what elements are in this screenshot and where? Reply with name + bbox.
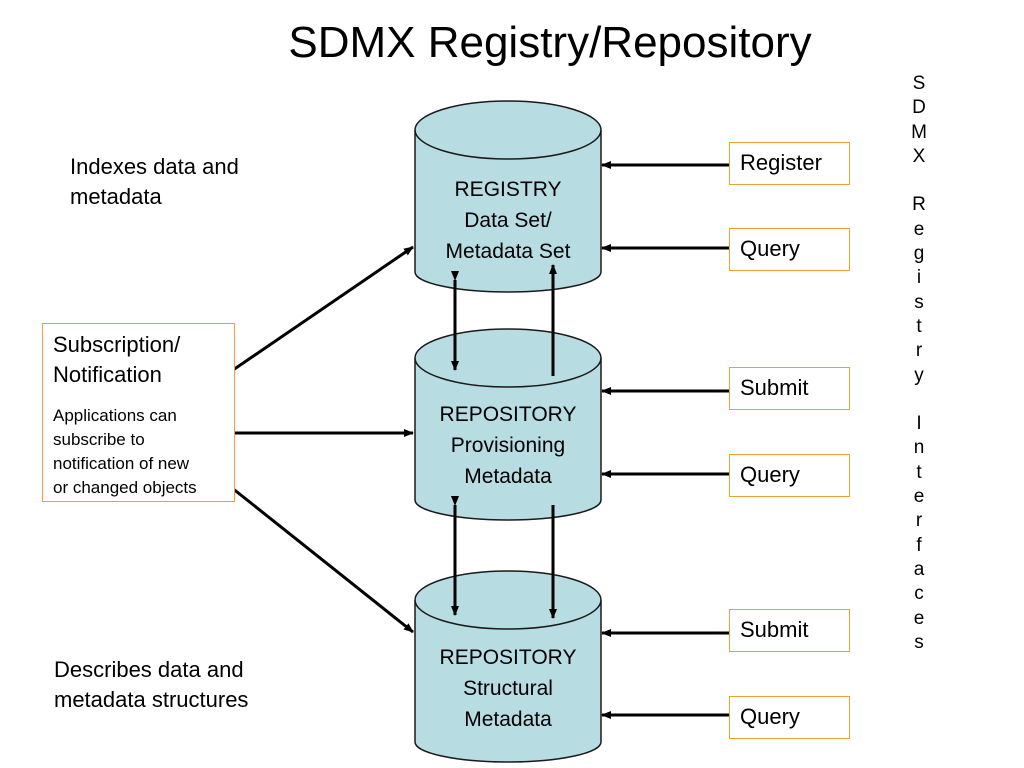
side-label-char: s (914, 291, 924, 313)
side-label-char: e (913, 486, 925, 508)
registry-label-line1: REGISTRY (454, 178, 562, 201)
indexes-note: Indexes data and metadata (70, 154, 239, 209)
subscription-description: Applications can subscribe to notificati… (53, 406, 197, 497)
side-label-char: t (916, 461, 922, 483)
structural-label-line2: Structural (463, 677, 553, 700)
provisioning-label: REPOSITORY Provisioning Metadata (415, 399, 601, 492)
side-label-char: f (916, 534, 922, 556)
registry-cylinder (414, 100, 602, 293)
registry-query-interface-box: Query (729, 228, 850, 271)
side-label-char: g (913, 243, 925, 265)
structural-submit-interface-box: Submit (729, 609, 850, 652)
register-interface-box: Register (729, 142, 850, 185)
side-label-char: D (912, 97, 926, 119)
side-label-char: X (912, 145, 926, 167)
provisioning-label-line1: REPOSITORY (439, 403, 577, 426)
side-label-gap (898, 169, 940, 193)
registry-label-line2: Data Set/ (464, 209, 552, 232)
structural-label-line1: REPOSITORY (439, 646, 577, 669)
side-label-char: s (914, 631, 924, 653)
side-label-char: R (912, 194, 926, 216)
provisioning-label-line3: Metadata (464, 465, 552, 488)
page-title: SDMX Registry/Repository (288, 18, 812, 67)
registry-label: REGISTRY Data Set/ Metadata Set (415, 174, 601, 267)
side-label-char: r (915, 340, 923, 362)
describes-note: Describes data and metadata structures (54, 657, 249, 712)
provisioning-submit-interface-box: Submit (729, 367, 850, 410)
side-label-char: n (913, 437, 925, 459)
provisioning-label-line2: Provisioning (450, 434, 566, 457)
side-label-char: I (916, 413, 922, 435)
subscription-to-structural-arrow (221, 478, 414, 634)
structural-label: REPOSITORY Structural Metadata (415, 642, 601, 735)
side-label-char: i (916, 267, 922, 289)
side-label-gap (898, 388, 940, 412)
side-label-char: e (913, 218, 925, 240)
subscription-title: Subscription/ Notification (53, 332, 181, 387)
side-label-char: e (913, 607, 925, 629)
side-label-char: a (913, 558, 925, 580)
provisioning-query-interface-box: Query (729, 454, 850, 497)
registry-label-line3: Metadata Set (445, 240, 571, 263)
side-label-char: M (911, 121, 927, 143)
structural-label-line3: Metadata (464, 708, 552, 731)
side-label-char: c (914, 583, 924, 605)
side-label-char: r (915, 510, 923, 532)
side-label-char: S (912, 73, 926, 94)
subscription-to-registry-arrow (213, 245, 414, 385)
side-label-char: t (916, 315, 922, 337)
structural-query-interface-box: Query (729, 696, 850, 739)
side-label-char: y (914, 364, 924, 386)
subscription-notification-box: Subscription/ Notification Applications … (42, 323, 235, 502)
